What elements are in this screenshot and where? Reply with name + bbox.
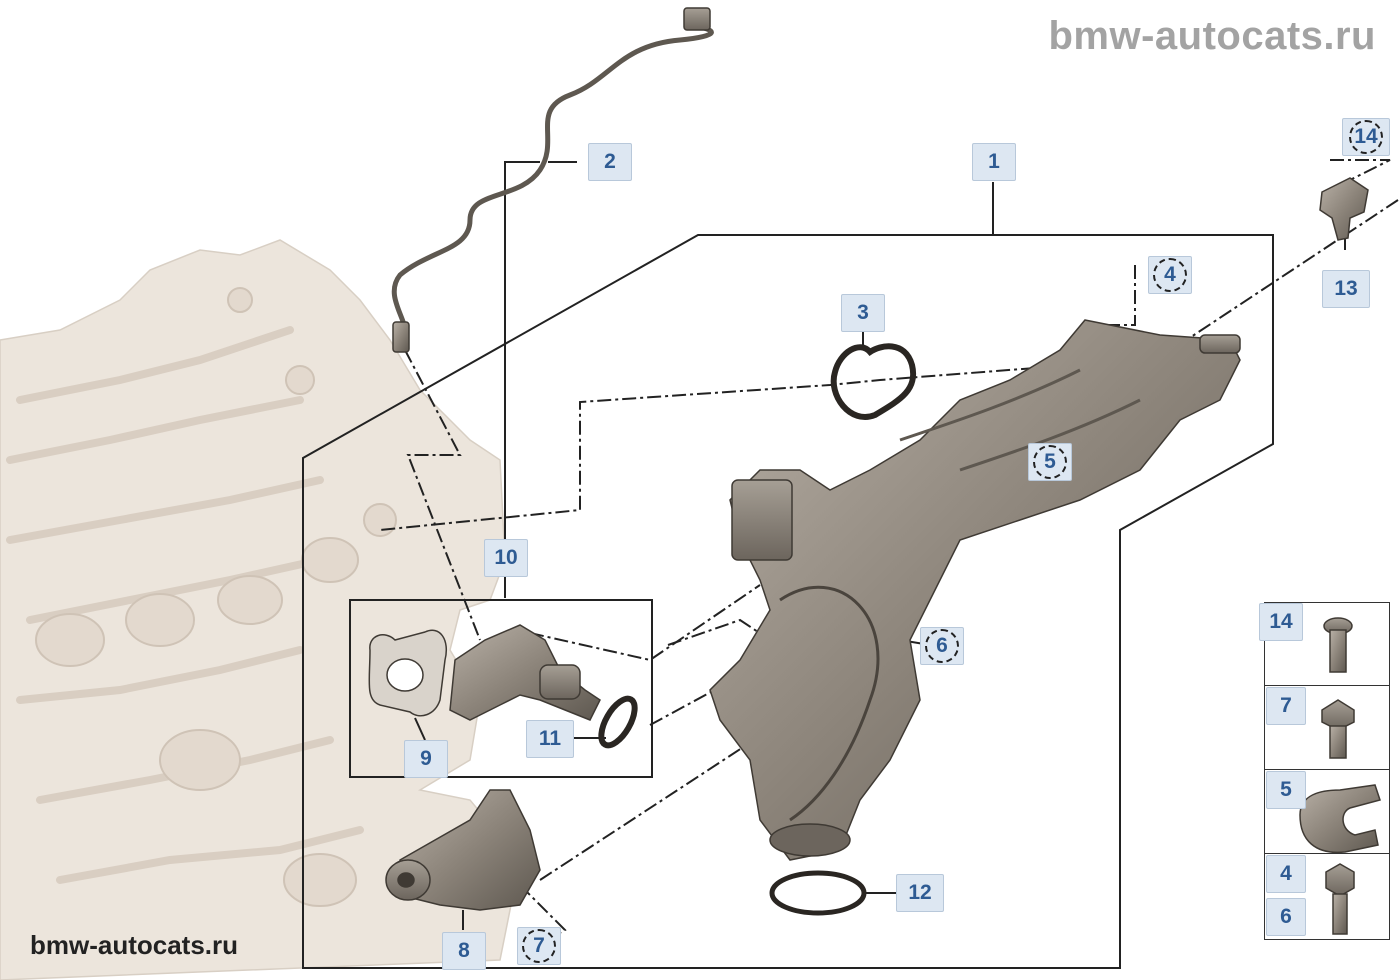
callout-3[interactable]: 3 xyxy=(841,294,885,332)
seal-ring-part xyxy=(769,870,867,916)
egr-flange-group xyxy=(368,624,638,749)
engine-block xyxy=(0,239,521,980)
kit-label-7[interactable]: 7 xyxy=(1266,687,1306,725)
kit-cell-14 xyxy=(1265,603,1389,686)
clip-icon xyxy=(1299,784,1381,854)
kit-label-6[interactable]: 6 xyxy=(1266,898,1306,936)
callout-1[interactable]: 1 xyxy=(972,143,1016,181)
callout-12[interactable]: 12 xyxy=(896,874,944,912)
callout-6[interactable]: 6 xyxy=(920,627,964,665)
stud-bolt-icon xyxy=(1325,863,1355,935)
callout-11[interactable]: 11 xyxy=(526,720,574,758)
watermark-bottom: bmw-autocats.ru xyxy=(30,930,239,960)
pressure-sensor-part xyxy=(1319,177,1369,241)
callout-4[interactable]: 4 xyxy=(1148,256,1192,294)
callout-13[interactable]: 13 xyxy=(1322,270,1370,308)
callout-8[interactable]: 8 xyxy=(442,932,486,970)
assembly-frame xyxy=(302,161,1274,969)
kit-panel xyxy=(1264,602,1390,940)
kit-icons xyxy=(1299,617,1381,935)
kit-cell-7 xyxy=(1265,686,1389,770)
callout-2[interactable]: 2 xyxy=(588,143,632,181)
kit-label-4[interactable]: 4 xyxy=(1266,855,1306,893)
bolt-icon xyxy=(1323,617,1353,673)
callout-9[interactable]: 9 xyxy=(404,740,448,778)
kit-cell-5 xyxy=(1265,770,1389,854)
callout-7[interactable]: 7 xyxy=(517,927,561,965)
callout-10[interactable]: 10 xyxy=(484,539,528,577)
callout-5[interactable]: 5 xyxy=(1028,443,1072,481)
intake-pipe-assembly xyxy=(709,319,1241,861)
gasket-part xyxy=(830,343,917,420)
flange-bolt-icon xyxy=(1321,699,1355,759)
sensor-cable-part xyxy=(391,7,714,353)
kit-label-5[interactable]: 5 xyxy=(1266,771,1306,809)
kit-label-14[interactable]: 14 xyxy=(1259,603,1303,641)
callout-14[interactable]: 14 xyxy=(1342,118,1390,156)
watermark-top: bmw-autocats.ru xyxy=(1048,14,1376,58)
egr-valve-part xyxy=(385,789,541,911)
